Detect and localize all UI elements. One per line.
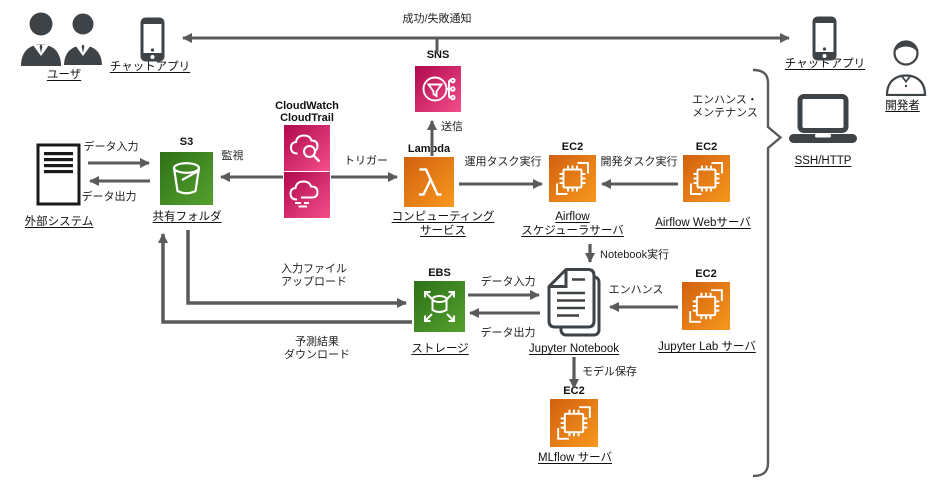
jupyter-notebook-icon xyxy=(545,266,603,340)
lambda-service-label: Lambda xyxy=(407,143,451,155)
arrow-predict-download xyxy=(158,233,412,324)
arrow-input-upload xyxy=(186,230,407,308)
ebs-label: ストレージ xyxy=(411,343,469,355)
notebook-exec-label: Notebook実行 xyxy=(600,249,670,261)
external-system-icon xyxy=(36,143,81,206)
ec2-mlflow-icon xyxy=(550,399,598,447)
cloudtrail-service-label: CloudTrail xyxy=(280,112,334,124)
chat-app-left-label: チャットアプリ xyxy=(109,61,191,73)
ec2-lab-icon xyxy=(682,282,730,330)
send-label: 送信 xyxy=(441,121,463,133)
sns-icon xyxy=(415,66,461,112)
data-input-ebs-label: データ入力 xyxy=(480,276,536,288)
chat-app-right-icon xyxy=(812,16,837,61)
op-task-label: 運用タスク実行 xyxy=(464,156,542,168)
lambda-icon xyxy=(404,157,454,207)
trigger-label: トリガー xyxy=(344,155,388,167)
ec2-web-label: Airflow Webサーバ xyxy=(655,217,751,229)
chat-app-right-label: チャットアプリ xyxy=(784,58,866,70)
users-icon xyxy=(16,8,108,66)
developer-icon xyxy=(882,36,930,96)
developer-label: 開発者 xyxy=(885,100,920,112)
data-output-external-label: データ出力 xyxy=(81,191,137,203)
predict-download-label-line1: 予測結果 xyxy=(295,336,339,348)
lambda-label-line2: サービス xyxy=(420,225,466,237)
ssh-http-label: SSH/HTTP xyxy=(794,155,852,167)
dev-task-label: 開発タスク実行 xyxy=(600,156,678,168)
ec2-scheduler-label-line2: スケジューラサーバ xyxy=(521,225,624,237)
brace-enhance-maintenance xyxy=(752,68,783,478)
users-label: ユーザ xyxy=(46,69,82,81)
cloudwatch-service-label: CloudWatch xyxy=(275,100,339,112)
data-input-external-label: データ入力 xyxy=(83,141,139,153)
ec2-scheduler-label-line1: Airflow xyxy=(555,211,590,223)
chat-app-left-icon xyxy=(140,17,165,62)
laptop-icon xyxy=(788,94,858,146)
monitor-label: 監視 xyxy=(221,150,244,162)
cloudtrail-icon xyxy=(284,172,330,218)
jupyter-notebook-label: Jupyter Notebook xyxy=(528,343,620,355)
input-upload-label-line2: アップロード xyxy=(281,276,347,288)
cloudwatch-icon xyxy=(284,125,330,171)
ec2-lab-label: Jupyter Lab サーバ xyxy=(658,341,756,353)
ec2-lab-service-label: EC2 xyxy=(695,268,717,280)
lambda-label-line1: コンピューティング xyxy=(391,211,495,223)
predict-download-label-line2: ダウンロード xyxy=(284,349,350,361)
s3-service-label: S3 xyxy=(179,136,194,148)
data-output-ebs-label: データ出力 xyxy=(480,327,536,339)
ec2-mlflow-label: MLflow サーバ xyxy=(537,452,612,464)
input-upload-label-line1: 入力ファイル xyxy=(281,263,347,275)
model-save-label: モデル保存 xyxy=(582,366,637,378)
enhance-label: エンハンス xyxy=(608,284,664,296)
notify-label: 成功/失敗通知 xyxy=(402,13,472,25)
s3-icon xyxy=(160,152,213,205)
ec2-scheduler-service-label: EC2 xyxy=(561,141,584,153)
enhance-maintenance-label-line1: エンハンス・ xyxy=(692,94,758,106)
ebs-service-label: EBS xyxy=(428,267,451,279)
ec2-web-icon xyxy=(683,155,730,202)
ebs-icon xyxy=(414,281,465,332)
ec2-mlflow-service-label: EC2 xyxy=(563,385,585,397)
ec2-web-service-label: EC2 xyxy=(695,141,718,153)
enhance-maintenance-label-line2: メンテナンス xyxy=(692,107,758,119)
sns-service-label: SNS xyxy=(426,49,450,61)
ec2-scheduler-icon xyxy=(549,155,596,202)
external-system-label: 外部システム xyxy=(24,216,94,228)
s3-label: 共有フォルダ xyxy=(152,211,222,223)
